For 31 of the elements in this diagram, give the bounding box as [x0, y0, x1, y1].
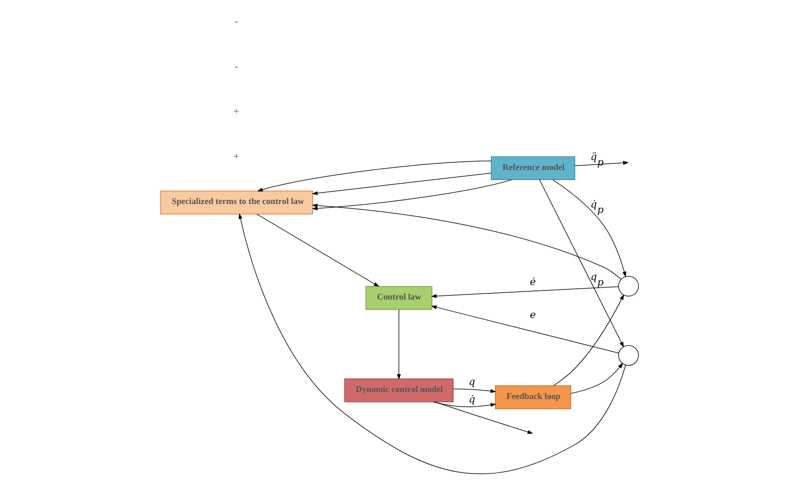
arrow [431, 305, 620, 354]
arrow [312, 172, 492, 196]
node-box: Control law [365, 286, 432, 310]
node-box: Reference model [490, 156, 576, 180]
label: - [234, 61, 238, 72]
node-box: Feedback loop [494, 385, 572, 410]
edge-label: q̇ [468, 394, 476, 406]
arrow [312, 179, 512, 210]
arrow [539, 180, 624, 348]
arrow [552, 180, 626, 278]
node-box: Dynamic control model [344, 378, 454, 402]
label: - [234, 16, 238, 28]
arrow [433, 402, 496, 408]
node-box: Specialized terms to the control law [160, 190, 314, 214]
edge-label: q [468, 377, 476, 388]
node-circle [618, 276, 639, 296]
arrow [434, 402, 534, 434]
label: + [234, 106, 240, 118]
node-circle [618, 345, 639, 366]
label: + [234, 151, 240, 162]
arrow [452, 388, 496, 394]
edge-label: ė [530, 276, 536, 288]
arrow [256, 214, 380, 287]
arrow [257, 160, 492, 192]
arrow [553, 294, 624, 386]
arrow [431, 286, 619, 298]
edge-label: e [530, 310, 536, 321]
arrow [312, 204, 622, 280]
arrow [396, 309, 401, 380]
arrow [238, 213, 626, 474]
arrow [570, 362, 624, 394]
